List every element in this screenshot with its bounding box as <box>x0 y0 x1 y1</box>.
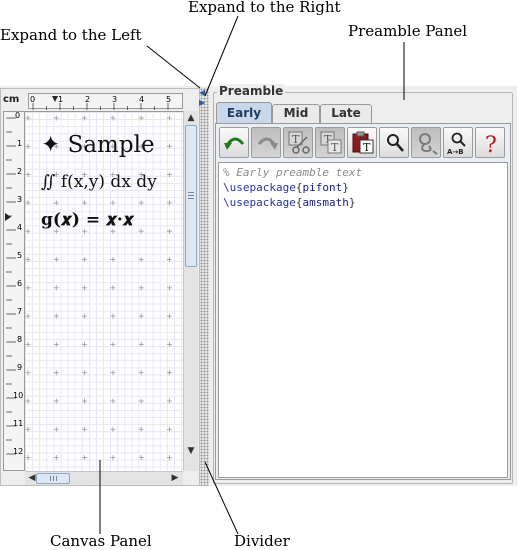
copy-icon: T T <box>320 131 342 154</box>
vruler-label-10: 10 <box>13 391 24 400</box>
usepackage-command: \usepackage <box>223 181 296 194</box>
canvas-vertical-scrollbar[interactable]: ▲ ▼ <box>183 111 198 471</box>
help-icon: ? <box>485 133 497 155</box>
find-next-button[interactable] <box>411 127 441 158</box>
horizontal-ruler-ticks <box>32 96 169 110</box>
vruler-label-1: 1 <box>17 139 23 148</box>
preamble-border <box>213 92 513 484</box>
scroll-up-icon[interactable]: ▲ <box>187 113 195 123</box>
scroll-left-icon[interactable]: ◀ <box>28 473 36 483</box>
tab-early[interactable]: Early <box>216 102 272 123</box>
vruler-label-9: 9 <box>17 363 23 372</box>
vruler-label-0: 0 <box>15 111 21 120</box>
editor-line-1: % Early preamble text <box>223 165 503 180</box>
hruler-label-2: 2 <box>85 95 91 104</box>
vertical-ruler[interactable]: 0 1 2 3 4 5 6 7 8 9 10 11 12 <box>3 111 25 471</box>
svg-text:T: T <box>331 141 339 154</box>
vruler-label-6: 6 <box>17 279 23 288</box>
canvas-grid-crosses <box>25 115 172 461</box>
comment-text: % Early preamble text <box>223 166 363 179</box>
undo-icon <box>224 137 245 150</box>
paste-icon: T <box>352 131 374 154</box>
preamble-panel: Preamble Early Mid Late T <box>209 84 517 486</box>
hruler-label-5: 5 <box>166 95 172 104</box>
scroll-down-icon[interactable]: ▼ <box>187 446 195 456</box>
package-pifont: pifont <box>302 181 343 194</box>
hruler-label-0: 0 <box>30 95 36 104</box>
integral-formula[interactable]: ∬ f(x,y) dx dy <box>41 172 157 192</box>
find-next-icon <box>419 133 438 155</box>
expand-left-callout: Expand to the Left <box>0 26 142 44</box>
find-button[interactable] <box>379 127 409 158</box>
paste-button[interactable]: T <box>347 127 377 158</box>
vruler-label-2: 2 <box>17 167 23 176</box>
svg-text:?: ? <box>485 133 497 155</box>
vruler-label-3: 3 <box>17 195 23 204</box>
editor-line-2: \usepackage{pifont} <box>223 181 349 194</box>
package-amsmath: amsmath <box>302 196 349 209</box>
vruler-label-8: 8 <box>17 335 23 344</box>
cut-icon: T <box>288 131 310 154</box>
find-icon <box>387 134 404 152</box>
preamble-editor[interactable]: % Early preamble text \usepackage{pifont… <box>218 162 508 478</box>
vruler-label-12: 12 <box>13 447 24 456</box>
preamble-title: Preamble <box>217 84 286 98</box>
divider-callout: Divider <box>234 532 290 550</box>
canvas-panel: cm 0 1 2 3 4 5 <box>0 88 200 486</box>
canvas-panel-callout: Canvas Panel <box>50 532 152 550</box>
undo-button[interactable] <box>219 127 249 158</box>
vertical-scroll-thumb[interactable] <box>185 125 197 267</box>
dot-product-formula[interactable]: g(𝒙) = 𝒙·𝒙 <box>41 210 134 230</box>
svg-text:T: T <box>292 133 300 146</box>
svg-text:A→B: A→B <box>447 148 464 155</box>
usepackage-command: \usepackage <box>223 196 296 209</box>
expand-right-arrow-icon[interactable]: ▶ <box>199 98 206 107</box>
copy-button[interactable]: T T <box>315 127 345 158</box>
preamble-panel-callout: Preamble Panel <box>348 22 468 40</box>
canvas-horizontal-scrollbar[interactable]: ◀ ▶ <box>25 471 183 485</box>
unit-label: cm <box>3 94 20 105</box>
vruler-label-5: 5 <box>17 251 23 260</box>
help-button[interactable]: ? <box>475 127 505 158</box>
tab-late[interactable]: Late <box>320 104 372 123</box>
vruler-label-4: 4 <box>17 223 23 232</box>
scroll-right-icon[interactable]: ▶ <box>171 473 179 483</box>
redo-icon <box>257 137 278 150</box>
hruler-label-4: 4 <box>139 95 145 104</box>
sample-text[interactable]: ✦ Sample <box>41 132 155 158</box>
horizontal-scroll-thumb[interactable] <box>36 473 70 484</box>
hruler-label-1: 1 <box>58 95 64 104</box>
horizontal-ruler[interactable]: 0 1 2 3 4 5 <box>28 93 183 110</box>
panel-divider[interactable] <box>200 88 209 486</box>
replace-icon: A→B <box>447 132 466 155</box>
drawing-canvas[interactable]: ✦ Sample ∬ f(x,y) dx dy g(𝒙) = 𝒙·𝒙 <box>25 111 183 472</box>
tab-mid[interactable]: Mid <box>272 104 320 123</box>
expand-left-arrow-icon[interactable]: ◀ <box>199 88 206 97</box>
svg-text:T: T <box>363 141 371 154</box>
redo-button[interactable] <box>251 127 281 158</box>
vruler-label-11: 11 <box>13 419 24 428</box>
vruler-label-7: 7 <box>17 307 23 316</box>
vertical-ruler-ticks <box>5 117 16 455</box>
hruler-label-3: 3 <box>112 95 118 104</box>
editor-line-3: \usepackage{amsmath} <box>223 196 356 209</box>
cut-button[interactable]: T <box>283 127 313 158</box>
replace-button[interactable]: A→B <box>443 127 473 158</box>
expand-right-callout: Expand to the Right <box>188 0 341 16</box>
early-tab-content: T T T T <box>215 123 511 480</box>
